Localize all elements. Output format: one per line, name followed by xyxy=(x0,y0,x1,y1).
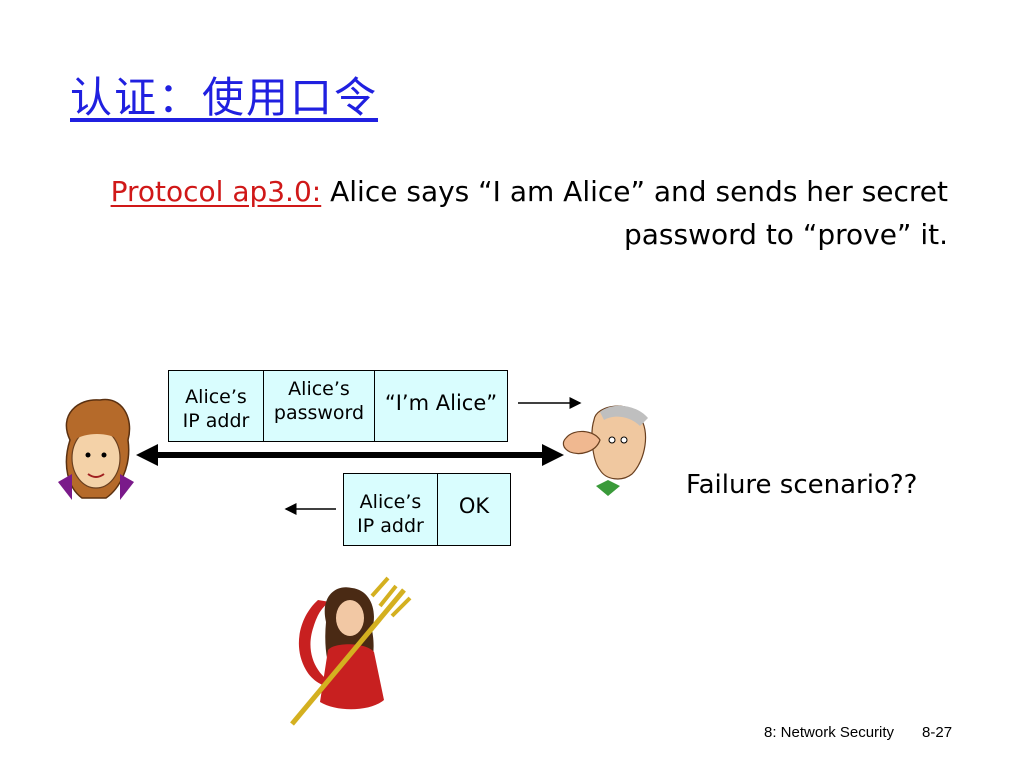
trudy-figure xyxy=(290,576,412,726)
ip-field-line-1: Alice’s xyxy=(185,386,247,408)
alice-figure xyxy=(58,398,134,500)
ip-field-line-2: IP addr xyxy=(357,514,424,537)
ip-field-line-2: IP addr xyxy=(182,410,250,432)
protocol-label: Protocol ap3.0: xyxy=(110,175,322,208)
packet-im-alice: Alice’s IP addr Alice’s password “I’m Al… xyxy=(168,370,508,442)
password-field-line-1: Alice’s xyxy=(288,378,350,400)
ip-field-line-1: Alice’s xyxy=(359,490,422,513)
failure-scenario-text: Failure scenario?? xyxy=(686,470,918,500)
packet-message-field: “I’m Alice” xyxy=(374,371,507,441)
packet-ok: Alice’s IP addr OK xyxy=(343,473,511,546)
packet-ok-field: OK xyxy=(437,474,510,545)
packet-ip-field: Alice’s IP addr xyxy=(169,371,263,441)
slide-footer: 8: Network Security 8-27 xyxy=(764,724,952,741)
link-double-arrow xyxy=(136,444,564,466)
packet-password-field: Alice’s password xyxy=(263,371,374,441)
password-field-line-2: password xyxy=(273,402,365,424)
protocol-description: Protocol ap3.0: Alice says “I am Alice” … xyxy=(100,170,948,256)
slide-title: 认证：使用口令 xyxy=(70,73,379,122)
bob-figure xyxy=(562,405,648,496)
footer-page-number: 8-27 xyxy=(922,724,953,741)
protocol-text: Alice says “I am Alice” and sends her se… xyxy=(330,175,948,251)
packet-ip-field: Alice’s IP addr xyxy=(344,474,437,545)
footer-section: 8: Network Security xyxy=(764,724,895,741)
